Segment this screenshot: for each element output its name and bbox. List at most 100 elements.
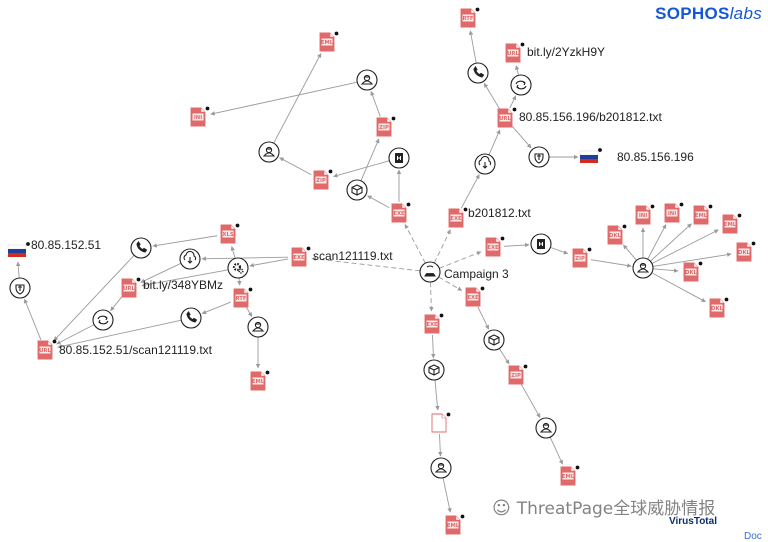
person-icon — [247, 316, 269, 338]
node-exe_lower_r[interactable]: EXE — [465, 286, 485, 307]
node-label: Campaign 3 — [444, 267, 509, 281]
node-ip152[interactable]: 80.85.152.51 — [7, 238, 101, 257]
detection-dot — [622, 224, 627, 229]
file-type-label: ZIP — [379, 125, 389, 131]
detection-dot — [328, 169, 333, 174]
node-c_download_t[interactable] — [474, 153, 496, 175]
node-r5[interactable]: EML — [722, 213, 742, 234]
doc-link[interactable]: Doc — [744, 531, 762, 542]
node-c_resolve_l[interactable] — [9, 277, 31, 299]
redirect-icon — [92, 309, 114, 331]
detection-dot — [475, 7, 480, 12]
file-type-label: RTF — [235, 296, 246, 302]
file-type-label: DKL — [711, 306, 724, 312]
detection-dot — [446, 412, 451, 417]
node-r7[interactable]: DKL — [709, 297, 729, 318]
russia-flag-icon — [579, 148, 602, 163]
edge-c_download_t-url_b2 — [488, 129, 501, 156]
brand-sub: labs — [729, 4, 762, 23]
node-c_contacted_l2[interactable] — [180, 307, 202, 329]
detection-dot — [460, 514, 465, 519]
node-xls_left[interactable]: XLS — [220, 223, 240, 244]
node-ini_top[interactable]: INI — [190, 106, 210, 127]
node-c_contacted_t[interactable] — [467, 62, 489, 84]
node-rtf_top[interactable]: RTF — [460, 7, 480, 28]
node-c_person_top[interactable] — [258, 141, 280, 163]
node-zip_lr[interactable]: ZIP — [508, 364, 528, 385]
node-eml_bottom[interactable]: EML — [445, 514, 465, 535]
node-label: bit.ly/2YzkH9Y — [527, 45, 605, 59]
node-c_resolve_t[interactable] — [528, 146, 550, 168]
node-c_person_lr[interactable] — [535, 417, 557, 439]
file-type-label: ZIP — [511, 373, 521, 379]
node-campaign[interactable]: Campaign 3 — [419, 261, 509, 283]
edge-scan_exe-c_bundle_l — [249, 258, 289, 268]
file-type-label: EML — [724, 222, 737, 228]
node-zip_b[interactable]: ZIP — [313, 169, 333, 190]
detection-dot — [480, 286, 485, 291]
edge-c_person_lc-eml_bottom — [442, 477, 452, 513]
node-rtf_left[interactable]: RTF — [233, 287, 253, 308]
node-c_redirect_l[interactable] — [92, 309, 114, 331]
node-label: b201812.txt — [468, 206, 531, 220]
person-icon — [430, 457, 452, 479]
edge-campaign-exe_upper — [404, 224, 426, 264]
node-zip_r[interactable]: ZIP — [572, 247, 592, 268]
edge-c_hub_r-r8 — [652, 268, 679, 273]
detection-dot — [248, 287, 253, 292]
node-exe_right[interactable]: EXE — [485, 236, 505, 257]
node-exe_upper[interactable]: EXE — [391, 202, 411, 223]
node-c_hub_r[interactable] — [632, 257, 654, 279]
detection-dot — [52, 339, 57, 344]
node-r2[interactable]: INI — [635, 204, 655, 225]
detection-dot — [708, 204, 713, 209]
node-r6[interactable]: DKL — [736, 241, 756, 262]
detection-dot — [698, 261, 703, 266]
edge-scan_exe-c_download_l — [201, 256, 289, 261]
node-c_embedded_l[interactable] — [247, 316, 269, 338]
node-doc_plain[interactable] — [431, 412, 451, 433]
node-c_exec_u[interactable] — [388, 147, 410, 169]
edge-c_hub_r-r7 — [651, 272, 706, 303]
detection-dot — [306, 246, 311, 251]
detection-dot — [751, 241, 756, 246]
node-exe_lower_c[interactable]: EXE — [424, 313, 444, 334]
watermark: ☺ThreatPage全球威胁情报 — [492, 494, 715, 519]
node-c_contacted_l[interactable] — [130, 237, 152, 259]
detection-dot — [587, 247, 592, 252]
node-zip_a[interactable]: ZIP — [376, 116, 396, 137]
node-c_dropped_u[interactable] — [346, 179, 368, 201]
node-eml_top[interactable]: EML — [319, 31, 339, 52]
file-type-label: URL — [499, 116, 511, 122]
file-type-label: EML — [321, 40, 334, 46]
edge-c_box_lc-doc_plain — [434, 379, 440, 411]
node-c_bundle_l[interactable] — [227, 257, 249, 279]
node-c_exec_r[interactable] — [530, 233, 552, 255]
node-r1[interactable]: DKL — [607, 224, 627, 245]
node-r8[interactable]: DKL — [683, 261, 703, 282]
node-eml_left_bottom[interactable]: EML — [250, 370, 270, 391]
edge-zip_lr-c_person_lr — [521, 384, 541, 418]
node-r4[interactable]: EML — [693, 204, 713, 225]
edge-c_dropped_u-zip_a — [360, 138, 380, 181]
node-c_redirect_t[interactable] — [510, 74, 532, 96]
detection-dot — [737, 213, 742, 218]
edge-c_redirect_l-url_scan — [56, 324, 95, 345]
node-eml_lr[interactable]: EML — [560, 465, 580, 486]
node-c_box_lr[interactable] — [483, 329, 505, 351]
node-ip156[interactable]: 80.85.156.196 — [579, 148, 694, 164]
node-c_box_lc[interactable] — [423, 359, 445, 381]
node-c_download_l[interactable] — [179, 248, 201, 270]
node-r3[interactable]: INI — [664, 202, 684, 223]
node-c_person_u[interactable] — [356, 69, 378, 91]
detection-dot — [235, 223, 240, 228]
file-type-label: INI — [194, 115, 202, 121]
node-c_person_lc[interactable] — [430, 457, 452, 479]
